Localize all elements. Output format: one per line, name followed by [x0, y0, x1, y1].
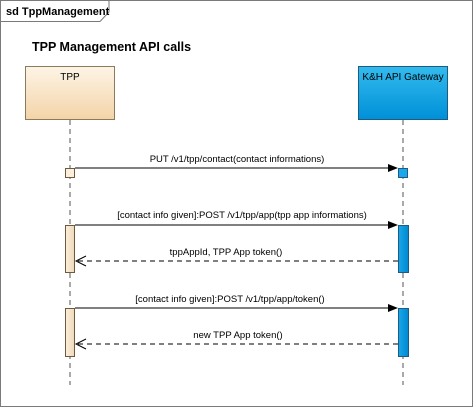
arrowhead-5 [74, 338, 87, 350]
lifeline-head-gateway [358, 66, 448, 120]
message-label-3: tppAppId, TPP App token() [170, 247, 283, 258]
lifeline-label-gateway: K&H API Gateway [362, 72, 443, 83]
diagram-title: TPP Management API calls [32, 40, 191, 54]
activation-tpp-3 [65, 308, 75, 357]
activation-gateway-1 [398, 168, 408, 178]
arrowhead-2 [388, 221, 398, 229]
activation-gateway-2 [398, 225, 409, 273]
arrowhead-3 [74, 255, 87, 267]
arrowhead-4 [388, 304, 398, 312]
message-label-4: [contact info given]:POST /v1/tpp/app/to… [135, 294, 324, 305]
message-label-5: new TPP App token() [193, 330, 282, 341]
message-label-2: [contact info given]:POST /v1/tpp/app(tp… [117, 210, 367, 221]
frame-label: sd TppManagement [6, 6, 110, 18]
activation-gateway-3 [398, 308, 409, 357]
lifeline-head-tpp [25, 66, 115, 120]
activation-tpp-2 [65, 225, 75, 273]
message-label-1: PUT /v1/tpp/contact(contact informations… [150, 154, 325, 165]
frame-tab [0, 0, 110, 22]
lifeline-label-tpp: TPP [60, 72, 80, 83]
activation-tpp-1 [65, 168, 75, 178]
arrowhead-1 [388, 164, 398, 172]
